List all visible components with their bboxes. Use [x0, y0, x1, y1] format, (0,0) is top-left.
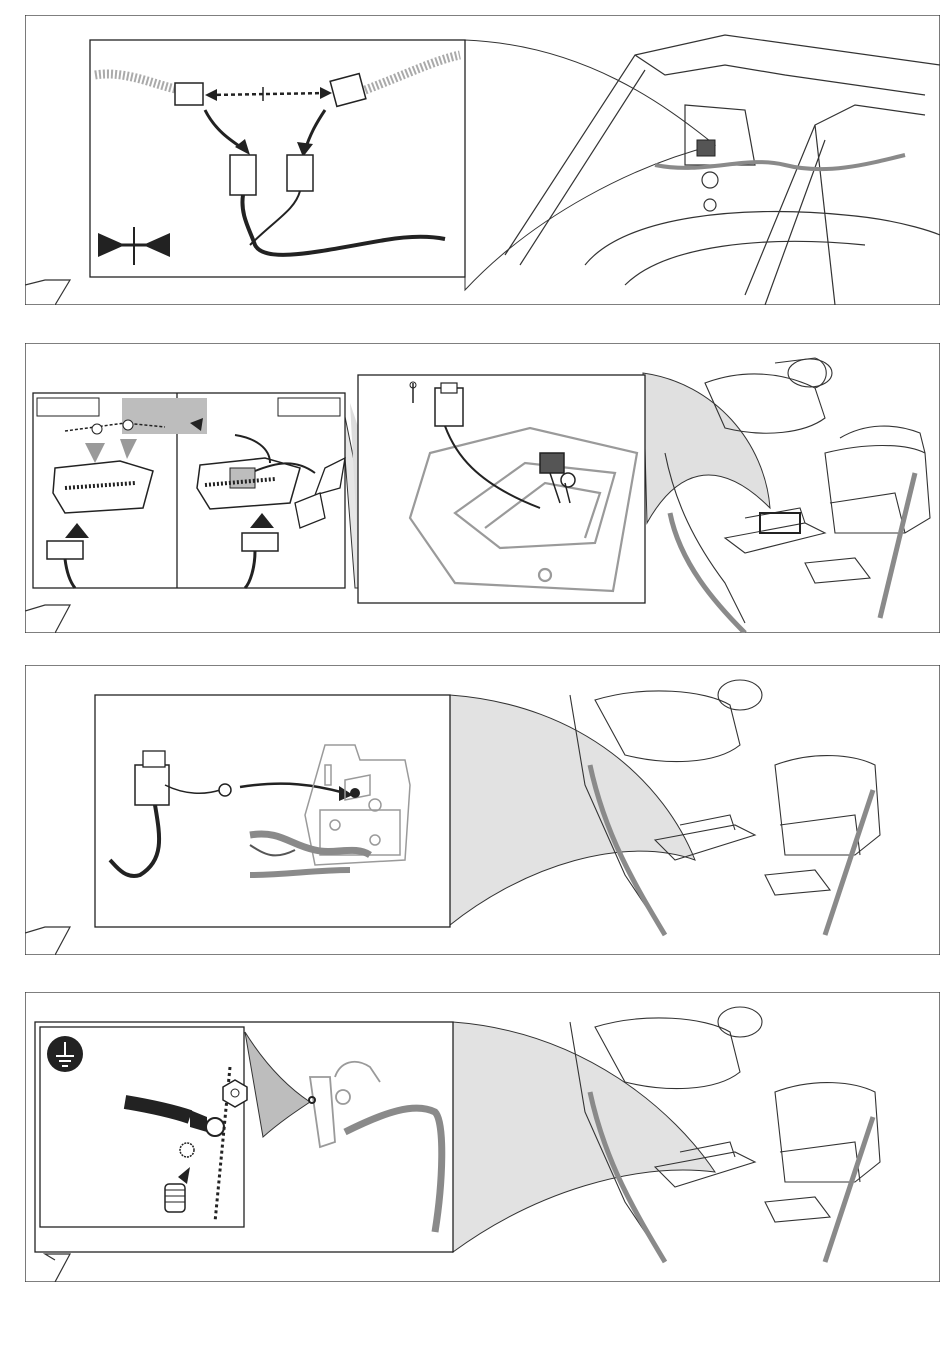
step-panel-2: [25, 343, 940, 633]
step-3-illustration: [25, 665, 940, 955]
step-panel-4: [25, 992, 940, 1282]
step-4-illustration: [25, 992, 940, 1282]
step-3-detail-box: [95, 695, 450, 927]
highlighted-connector: [697, 140, 715, 156]
variant-label-right: [278, 398, 340, 416]
ground-symbol-icon: [47, 1036, 83, 1072]
step-1-illustration: [25, 15, 940, 305]
step-panel-3: [25, 665, 940, 955]
step-2-illustration: [25, 343, 940, 633]
step-panel-1: [25, 15, 940, 305]
variant-label-left: [37, 398, 99, 416]
